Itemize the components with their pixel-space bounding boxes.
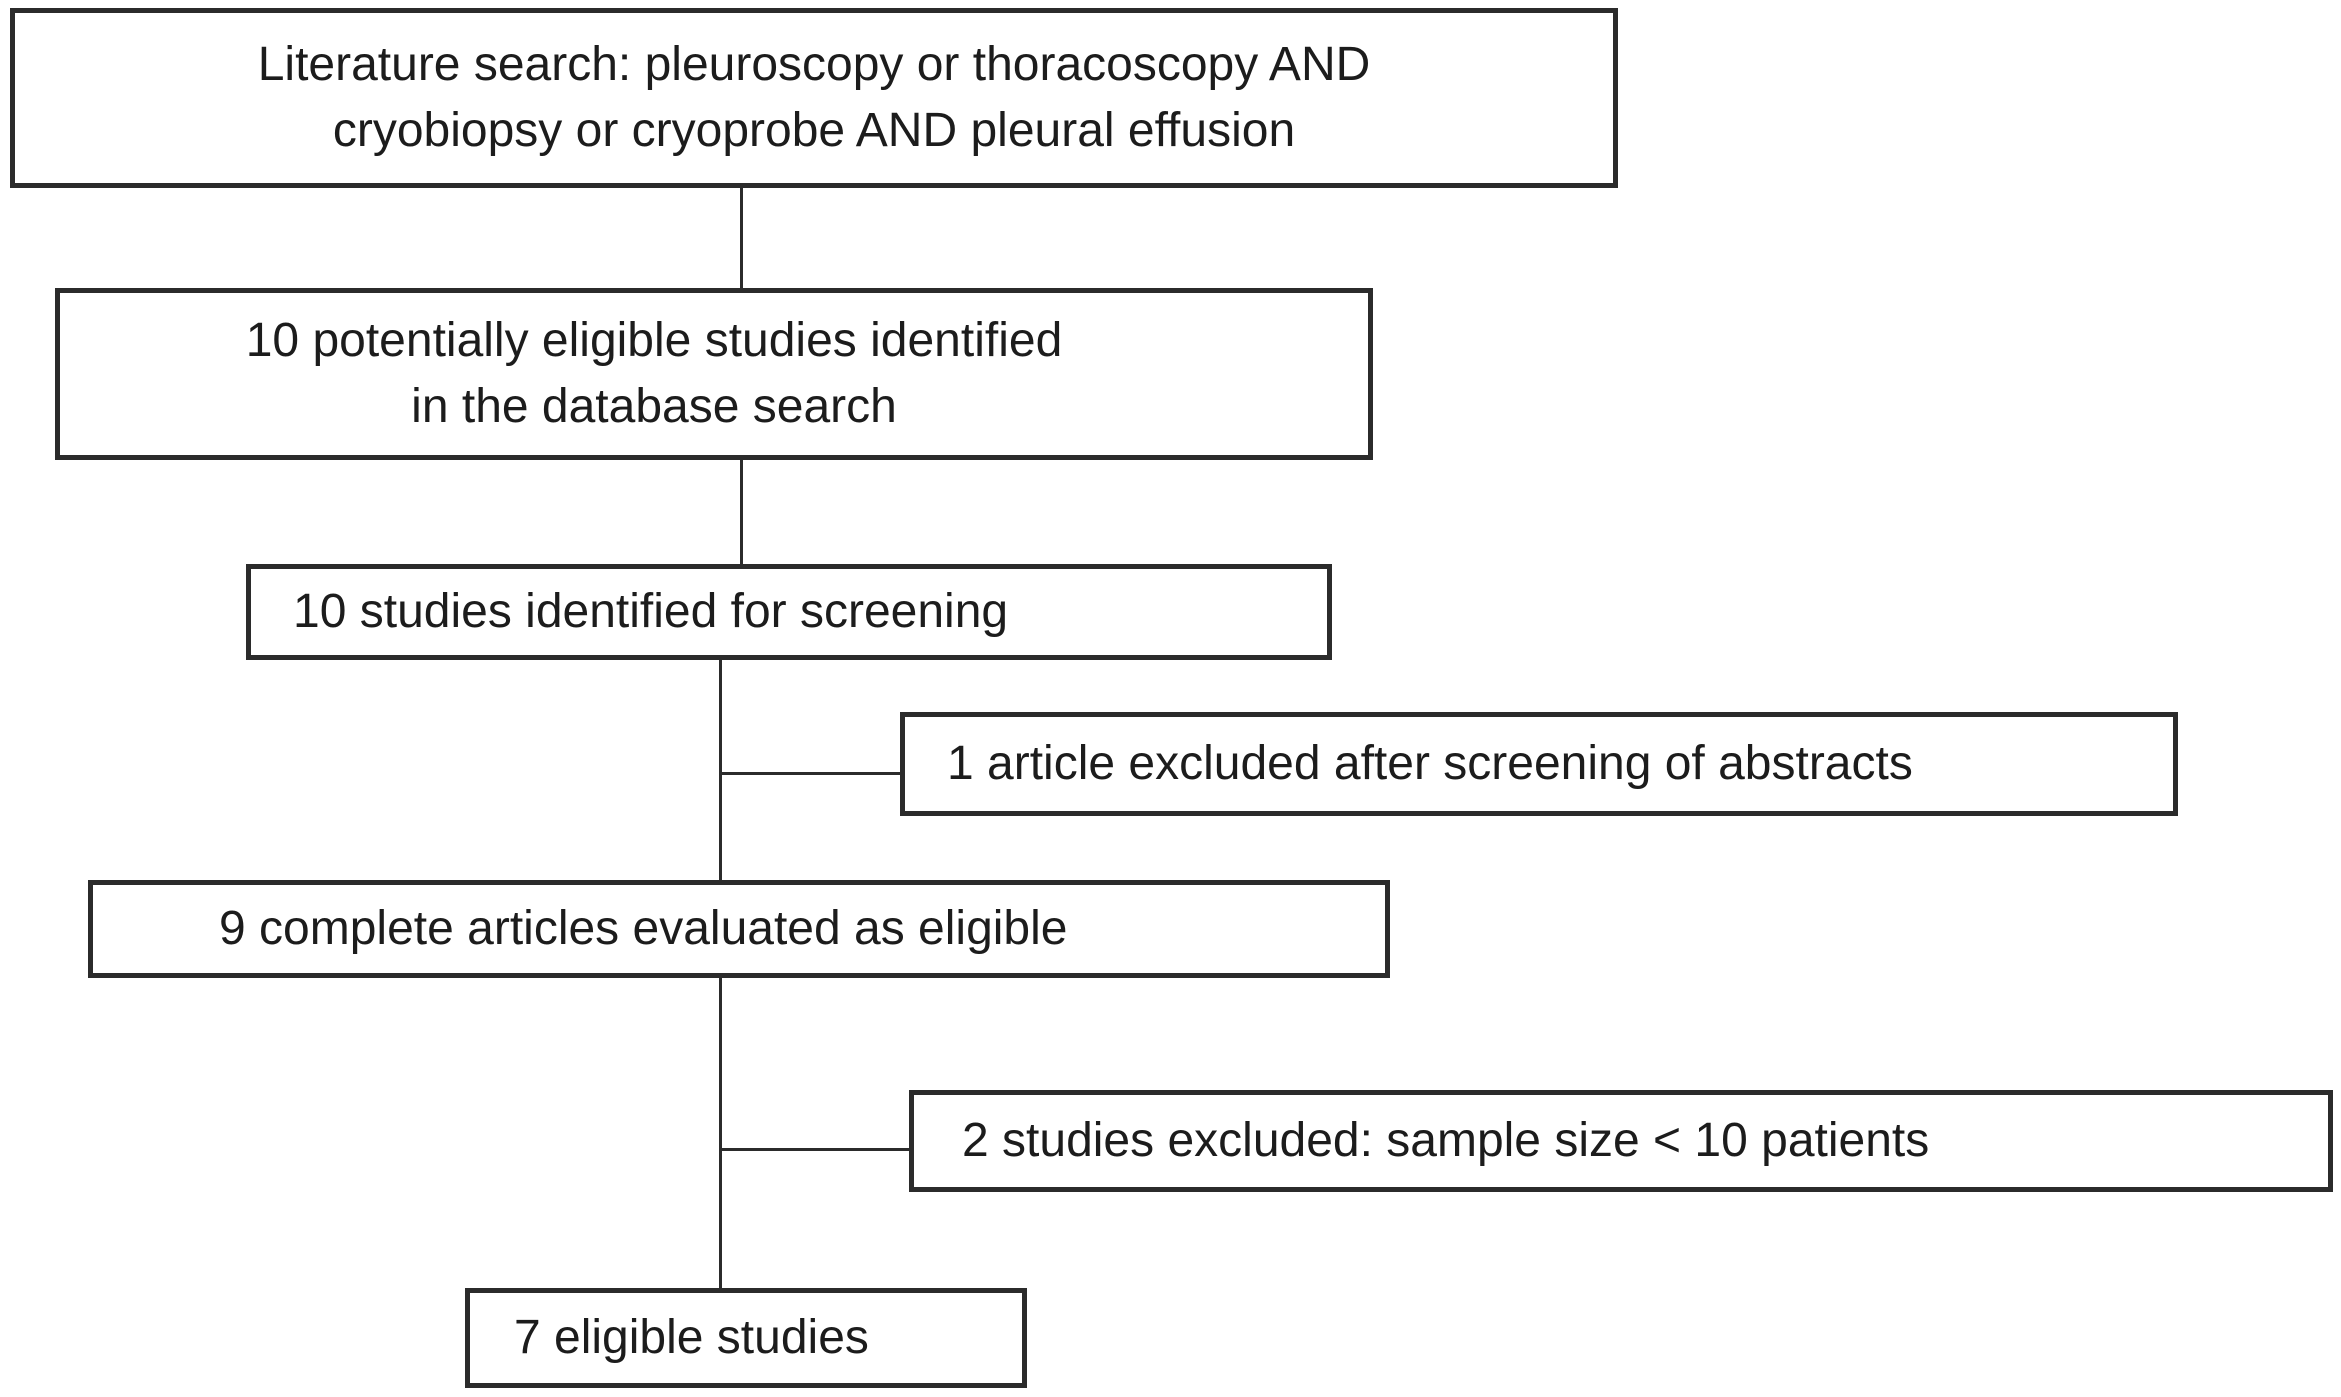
flow-box-excluded-sample-size: 2 studies excluded: sample size < 10 pat… (909, 1090, 2333, 1192)
flow-box-excluded-abstracts-text: 1 article excluded after screening of ab… (947, 737, 1913, 790)
flow-box-eligible-studies: 7 eligible studies (465, 1288, 1027, 1388)
flow-box-screening-text: 10 studies identified for screening (293, 585, 1009, 638)
flow-box-evaluated-eligible-text: 9 complete articles evaluated as eligibl… (219, 902, 1068, 955)
flow-box-eligible-studies-text: 7 eligible studies (514, 1311, 869, 1364)
flow-box-potentially-eligible-text: 10 potentially eligible studies identifi… (245, 314, 1063, 433)
flow-box-potentially-eligible: 10 potentially eligible studies identifi… (55, 288, 1373, 460)
connector-screening-to-evaluated (719, 658, 722, 882)
flow-box-excluded-abstracts: 1 article excluded after screening of ab… (900, 712, 2178, 816)
connector-branch-excluded-sample-size (720, 1148, 911, 1151)
flow-box-excluded-sample-size-text: 2 studies excluded: sample size < 10 pat… (962, 1114, 1930, 1167)
connector-evaluated-to-eligible (719, 976, 722, 1290)
flow-box-literature-search-text: Literature search: pleuroscopy or thorac… (257, 38, 1371, 157)
flow-box-literature-search: Literature search: pleuroscopy or thorac… (10, 8, 1618, 188)
flow-box-screening: 10 studies identified for screening (246, 564, 1332, 660)
connector-literature-to-potential (740, 186, 743, 290)
connector-potential-to-screening (740, 458, 743, 566)
connector-branch-excluded-abstracts (720, 772, 902, 775)
flow-box-evaluated-eligible: 9 complete articles evaluated as eligibl… (88, 880, 1390, 978)
